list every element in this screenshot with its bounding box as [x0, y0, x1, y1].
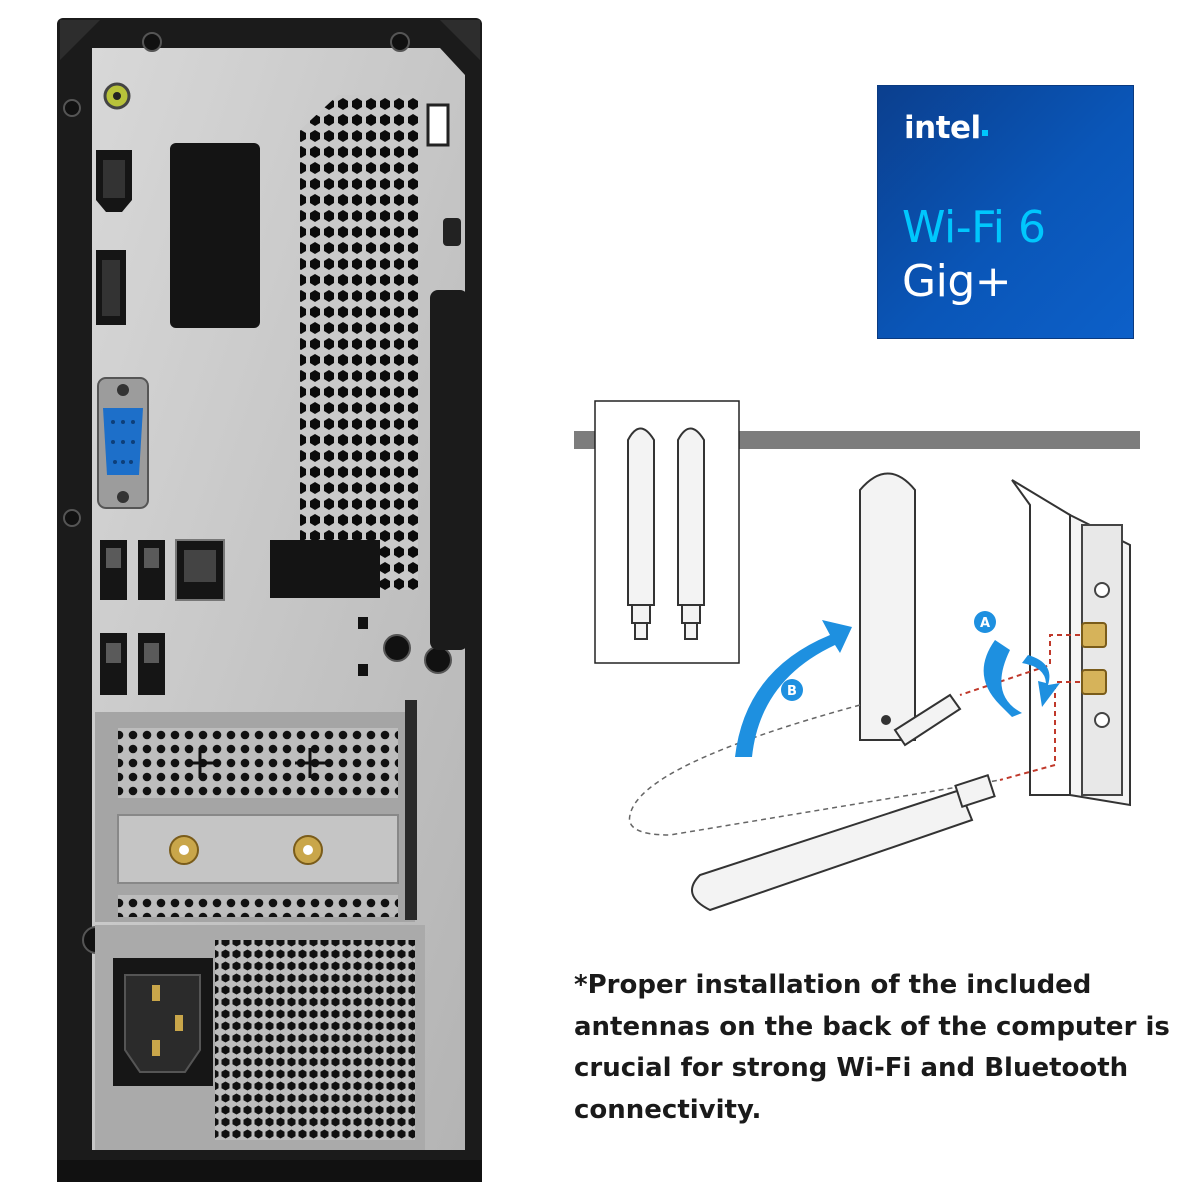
- screw: [383, 634, 411, 662]
- badge-line-wifi6: Wi-Fi 6: [902, 202, 1046, 253]
- antenna-inset-box: [594, 400, 740, 664]
- antenna-connector-icon: [1081, 622, 1107, 695]
- back-panel-outline: [1011, 479, 1071, 796]
- step-a-label: A: [980, 616, 990, 631]
- side-slot: [430, 290, 468, 650]
- screw: [142, 32, 162, 52]
- wifi-card-plate: [117, 814, 399, 884]
- antenna-connector-icon: [169, 835, 323, 865]
- rotate-arrow-icon: [983, 640, 1022, 717]
- antenna-install-diagram: B A: [574, 400, 1140, 912]
- screw: [390, 32, 410, 52]
- intel-wifi6-badge: intel Wi-Fi 6 Gig+: [877, 85, 1134, 339]
- screw: [424, 646, 452, 674]
- step-b-label: B: [787, 684, 797, 699]
- rotate-arrow-icon: [735, 620, 852, 757]
- screw: [63, 509, 81, 527]
- label-sticker: [170, 143, 260, 328]
- lying-antenna: [691, 774, 996, 912]
- intel-logo: intel: [904, 110, 988, 146]
- antenna-pair: [627, 427, 705, 640]
- step-a-marker: [974, 611, 996, 633]
- badge-line-gig: Gig+: [902, 256, 1012, 307]
- upright-antenna: [859, 472, 962, 747]
- step-b-marker: [781, 679, 803, 701]
- screw: [63, 99, 81, 117]
- desktop-rear-panel: [57, 18, 482, 1182]
- usb-port-icon: [100, 540, 165, 695]
- top-vent: [300, 95, 418, 590]
- installation-note: *Proper installation of the included ant…: [574, 970, 1170, 1125]
